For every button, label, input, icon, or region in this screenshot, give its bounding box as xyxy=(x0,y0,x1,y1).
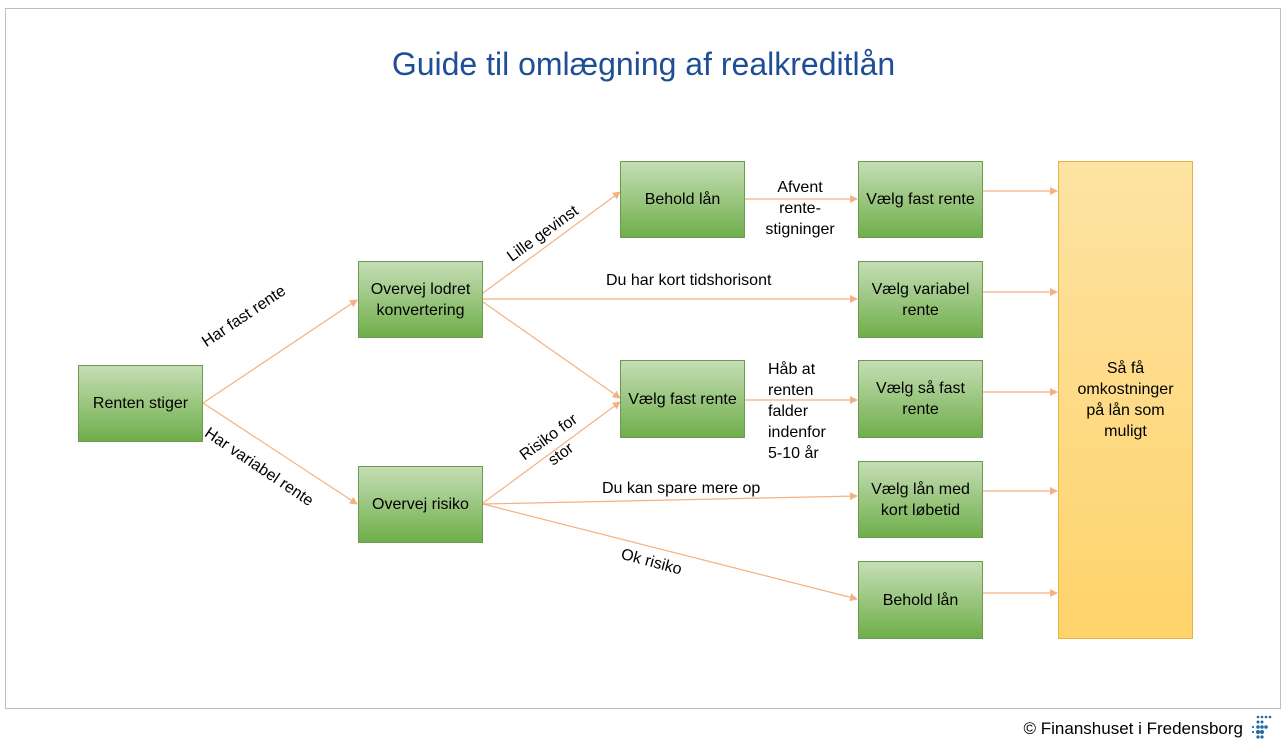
node-behold-laan-bottom: Behold lån xyxy=(858,561,983,639)
node-renten-stiger: Renten stiger xyxy=(78,365,203,442)
node-overvej-lodret-konvertering: Overvej lodret konvertering xyxy=(358,261,483,338)
node-result: Så få omkostninger på lån som muligt xyxy=(1058,161,1193,639)
arrow-risiko-fast xyxy=(482,401,621,504)
dotted-f-logo-icon xyxy=(1251,715,1272,739)
page-title: Guide til omlægning af realkreditlån xyxy=(391,46,896,82)
node-vaelg-fast-rente-right: Vælg fast rente xyxy=(858,161,983,238)
label-du-kan-spare-mere-op: Du kan spare mere op xyxy=(602,480,761,497)
arrow-lodret-behold xyxy=(482,191,621,294)
arrow-stiger-lodret xyxy=(202,299,358,404)
node-overvej-risiko: Overvej risiko xyxy=(358,466,483,543)
arrow-stiger-risiko xyxy=(202,402,358,505)
label-du-har-kort-tidshorisont: Du har kort tidshorisont xyxy=(606,272,772,289)
node-vaelg-saa-fast-rente: Vælg så fast rente xyxy=(858,360,983,438)
arrow-risiko-behold xyxy=(482,503,858,602)
label-afvent-rentestigninger: Afvent rente-stigninger xyxy=(765,179,835,238)
node-vaelg-variabel-rente: Vælg variabel rente xyxy=(858,261,983,338)
arrow-risiko-kort xyxy=(482,492,858,505)
node-vaelg-fast-rente-mid: Vælg fast rente xyxy=(620,360,745,438)
arrow-lodret-fast xyxy=(482,301,621,399)
slide-frame xyxy=(5,8,1281,709)
footer-copyright: © Finanshuset i Fredensborg xyxy=(1023,719,1243,738)
node-vaelg-laan-kort-loebetid: Vælg lån med kort løbetid xyxy=(858,461,983,538)
label-haab-at-renten-falder: Håb at renten falder indenfor 5-10 år xyxy=(768,361,826,462)
node-behold-laan-top: Behold lån xyxy=(620,161,745,238)
